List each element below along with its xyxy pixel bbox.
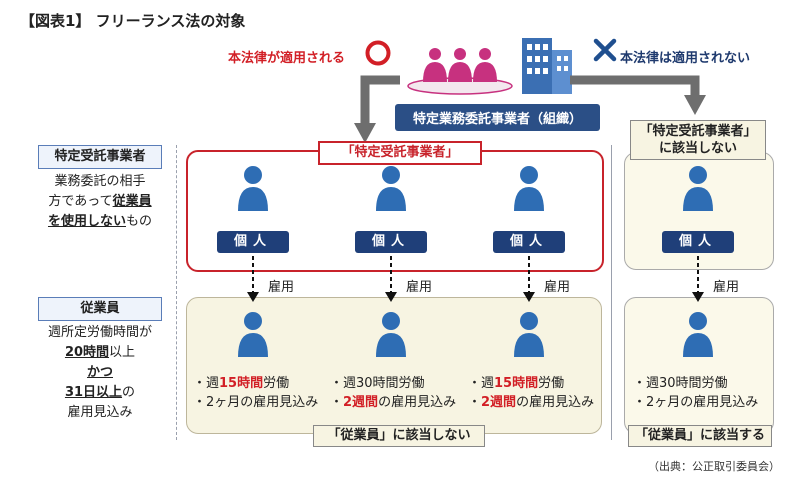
cond-text: の雇用見込み [378,395,457,410]
tag-line: 「特定受託事業者」 [639,124,757,139]
is-employee-tag: 「従業員」に該当する [628,425,772,447]
desc-text: 方であって [48,194,113,209]
not-applies-label: 本法律は適用されない [620,51,751,66]
desc-text: の [122,385,136,400]
condition-col1: ・週15時間労働 ・2ヶ月の雇用見込み [193,374,328,412]
cond-text: ・ [330,395,344,410]
desc-emphasis: かつ [86,365,113,380]
employee-desc-line: 20時間以上 [30,343,170,363]
contractor-heading: 特定受託事業者 [38,145,162,169]
employ-arrow [384,256,398,308]
tag-line: に該当しない [658,141,737,156]
right-divider [611,145,612,440]
cond-text: ・ [468,395,482,410]
person-icon [236,311,270,361]
condition-col4: ・週30時間労働 ・2ヶ月の雇用見込み [633,374,768,412]
desc-emphasis: を使用しない [47,214,126,229]
not-employee-tag: 「従業員」に該当しない [313,425,485,447]
cond-text: 2ヶ月の雇用見込み [206,395,319,410]
person-icon [374,311,408,361]
cross-mark-icon [593,38,617,62]
employ-arrow [691,256,705,308]
person-icon [681,311,715,361]
individual-label: 個人 [662,231,734,253]
condition-col2: ・週30時間労働 ・2週間の雇用見込み [330,374,465,412]
employee-desc-line: 31日以上の [30,383,170,403]
cond-text: ・週 [193,376,220,391]
contractor-description: 業務委託の相手 方であって従業員 を使用しないもの [30,172,170,232]
condition-line: ・週30時間労働 [330,376,425,391]
individual-label: 個人 [355,231,427,253]
building-icon [520,30,574,96]
employ-label: 雇用 [544,280,571,295]
desc-emphasis: 20時間 [64,345,110,360]
cond-highlight: 15時間 [494,376,539,391]
non-contractor-tag: 「特定受託事業者」 に該当しない [630,120,766,160]
desc-emphasis: 31日以上 [64,385,123,400]
employ-label: 雇用 [406,280,433,295]
employee-heading: 従業員 [38,297,162,321]
employ-arrow [522,256,536,308]
employee-desc-line: 週所定労働時間が [47,325,152,340]
cond-text: 労働 [538,376,565,391]
org-label: 特定業務委託事業者（組織） [395,104,600,131]
cond-text: の雇用見込み [516,395,595,410]
flow-arrows [325,75,725,155]
person-icon [512,311,546,361]
employ-label: 雇用 [713,280,740,295]
individual-label: 個人 [493,231,565,253]
cond-highlight: 2週間 [481,395,517,410]
condition-line: ・2ヶ月の雇用見込み [633,395,759,410]
employ-label: 雇用 [268,280,295,295]
applies-label: 本法律が適用される [228,51,346,66]
desc-emphasis: 従業員 [112,194,152,209]
cond-highlight: 15時間 [219,376,264,391]
organization-people-icon [405,40,515,96]
desc-text: もの [126,214,153,229]
employee-description: 週所定労働時間が 20時間以上 かつ 31日以上の 雇用見込み [30,323,170,423]
cond-text: ・ [193,395,207,410]
source-note: （出典：公正取引委員会） [648,460,780,473]
condition-line: ・2週間の雇用見込み [330,393,465,412]
individual-label: 個人 [217,231,289,253]
contractor-desc-line: 方であって従業員 [30,192,170,212]
condition-line: ・2週間の雇用見込み [468,393,603,412]
cond-text: 労働 [263,376,290,391]
condition-line: ・週15時間労働 [193,374,328,393]
cond-highlight: 2週間 [343,395,379,410]
contractor-desc-line: 業務委託の相手 [54,174,146,189]
cond-text: ・週 [468,376,495,391]
condition-line: ・週30時間労働 [633,376,728,391]
condition-line: ・2ヶ月の雇用見込み [193,393,328,412]
person-icon [374,165,408,215]
figure-title: 【図表1】 フリーランス法の対象 [20,12,246,30]
left-divider [176,145,177,440]
condition-col3: ・週15時間労働 ・2週間の雇用見込み [468,374,603,412]
employee-desc-line: 雇用見込み [67,405,133,420]
contractor-desc-line: を使用しないもの [30,212,170,232]
circle-mark-icon [365,40,391,66]
person-icon [681,165,715,215]
condition-line: ・週15時間労働 [468,374,603,393]
specified-contractor-tag: 「特定受託事業者」 [318,141,482,165]
desc-text: 以上 [109,345,136,360]
person-icon [236,165,270,215]
person-icon [512,165,546,215]
employ-arrow [246,256,260,308]
employee-desc-line: かつ [30,363,170,383]
